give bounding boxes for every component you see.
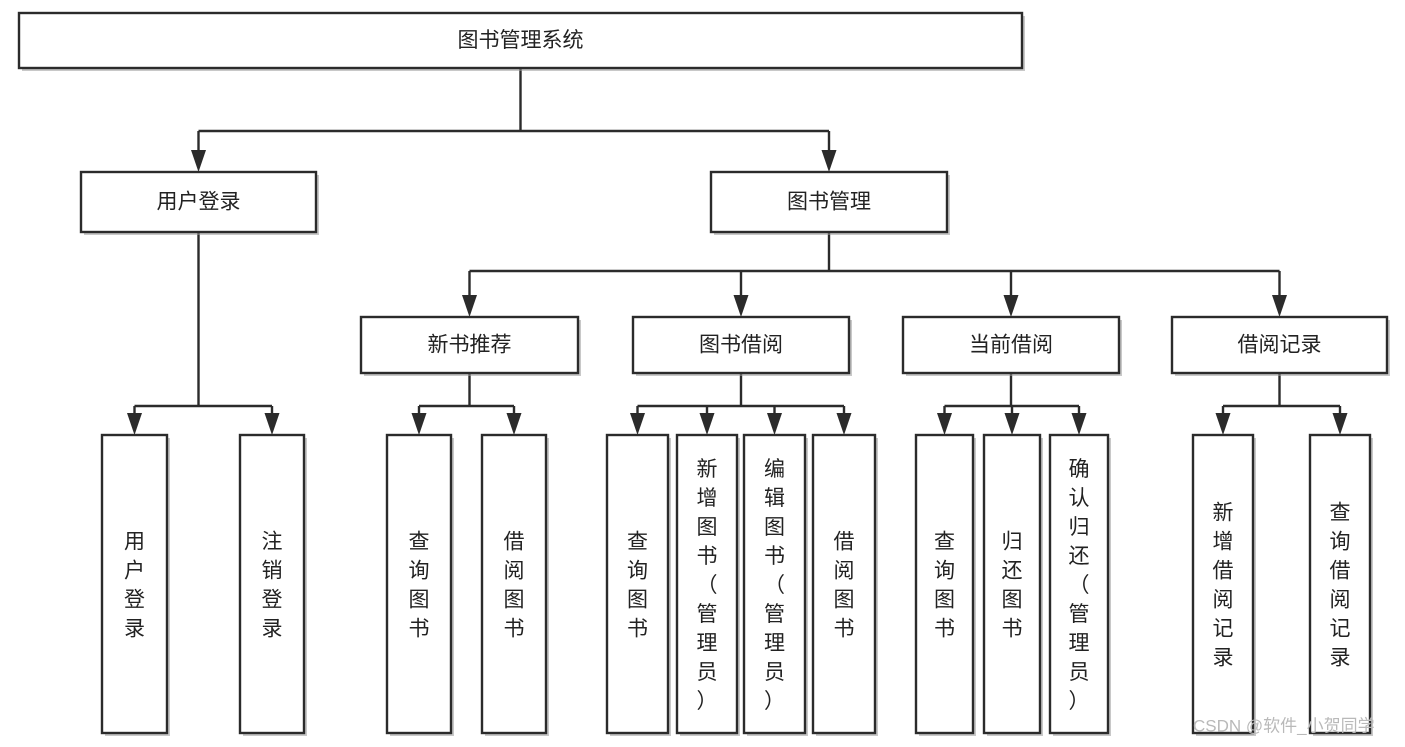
- node-label: 查询图书: [627, 531, 648, 641]
- node-label: 新书推荐: [428, 334, 512, 357]
- node-box[interactable]: [385, 433, 453, 735]
- node-current-borrow[interactable]: 当前借阅: [901, 315, 1122, 376]
- csdn-watermark: CSDN @软件_小贺同学: [1193, 716, 1375, 735]
- node-box[interactable]: [901, 315, 1121, 375]
- connector-layer: [127, 68, 1348, 435]
- node-root[interactable]: 图书管理系统: [17, 11, 1025, 71]
- node-box[interactable]: [1308, 433, 1372, 735]
- node-label: 新增图书（管理员）: [697, 458, 718, 713]
- node-box[interactable]: [675, 433, 739, 735]
- arrow-head-icon: [264, 413, 280, 435]
- node-leaf-query-book-recommend[interactable]: 查询图书: [385, 433, 454, 736]
- node-book-borrow[interactable]: 图书借阅: [631, 315, 852, 376]
- node-box[interactable]: [17, 11, 1024, 70]
- node-label: 查询图书: [934, 531, 955, 641]
- connector-group: [630, 373, 852, 435]
- arrow-head-icon: [191, 150, 206, 172]
- node-label: 归还图书: [1002, 531, 1023, 641]
- arrow-head-icon: [1332, 413, 1348, 435]
- arrow-head-icon: [1004, 413, 1020, 435]
- arrow-head-icon: [767, 413, 782, 435]
- node-box[interactable]: [982, 433, 1042, 735]
- node-box[interactable]: [811, 433, 877, 735]
- node-label: 图书借阅: [699, 334, 783, 357]
- node-leaf-query-book-current[interactable]: 查询图书: [914, 433, 976, 736]
- node-box[interactable]: [79, 170, 318, 234]
- arrow-head-icon: [411, 413, 427, 435]
- arrow-head-icon: [1071, 413, 1087, 435]
- node-leaf-edit-book[interactable]: 编辑图书（管理员）: [742, 433, 808, 736]
- node-box[interactable]: [1191, 433, 1255, 735]
- node-label: 查询图书: [409, 531, 430, 641]
- node-label: 借阅图书: [504, 531, 525, 641]
- node-leaf-user-login[interactable]: 用户登录: [100, 433, 170, 736]
- arrow-head-icon: [1003, 295, 1019, 317]
- arrow-head-icon: [699, 413, 715, 435]
- node-leaf-add-book[interactable]: 新增图书（管理员）: [675, 433, 740, 736]
- arrow-head-icon: [1272, 295, 1287, 317]
- node-box[interactable]: [605, 433, 670, 735]
- node-borrow-record[interactable]: 借阅记录: [1170, 315, 1390, 376]
- node-label: 确认归还（管理员）: [1069, 458, 1090, 713]
- node-leaf-query-record[interactable]: 查询借阅记录: [1308, 433, 1373, 736]
- connector-group: [462, 232, 1287, 317]
- node-label: 当前借阅: [969, 334, 1053, 357]
- node-leaf-query-book-borrow[interactable]: 查询图书: [605, 433, 671, 736]
- node-label: 借阅图书: [834, 531, 855, 641]
- arrow-head-icon: [733, 295, 749, 317]
- node-box[interactable]: [359, 315, 580, 375]
- node-leaf-return-book[interactable]: 归还图书: [982, 433, 1043, 736]
- arrow-head-icon: [1215, 413, 1231, 435]
- node-box[interactable]: [1170, 315, 1389, 375]
- node-layer: 图书管理系统用户登录图书管理新书推荐图书借阅当前借阅借阅记录用户登录注销登录查询…: [17, 11, 1390, 736]
- node-box[interactable]: [238, 433, 306, 735]
- arrow-head-icon: [937, 413, 952, 435]
- node-leaf-user-logout[interactable]: 注销登录: [238, 433, 307, 736]
- connector-group: [191, 68, 837, 172]
- arrow-head-icon: [836, 413, 852, 435]
- node-box[interactable]: [742, 433, 807, 735]
- connector-group: [1215, 373, 1348, 435]
- node-user-login[interactable]: 用户登录: [79, 170, 319, 235]
- node-label: 图书管理系统: [458, 29, 584, 52]
- node-label: 用户登录: [124, 531, 145, 641]
- connector-group: [127, 232, 280, 435]
- node-book-management[interactable]: 图书管理: [709, 170, 950, 235]
- node-leaf-borrow-book-recommend[interactable]: 借阅图书: [480, 433, 549, 736]
- arrow-head-icon: [506, 413, 522, 435]
- node-box[interactable]: [709, 170, 949, 234]
- node-label: 新增借阅记录: [1213, 502, 1234, 670]
- node-label: 编辑图书（管理员）: [764, 458, 785, 713]
- node-leaf-borrow-book[interactable]: 借阅图书: [811, 433, 878, 736]
- node-box[interactable]: [631, 315, 851, 375]
- node-leaf-add-record[interactable]: 新增借阅记录: [1191, 433, 1256, 736]
- node-label: 查询借阅记录: [1330, 502, 1351, 670]
- node-label: 图书管理: [787, 191, 871, 214]
- watermark-layer: CSDN @软件_小贺同学: [1193, 716, 1375, 735]
- arrow-head-icon: [630, 413, 645, 435]
- node-leaf-confirm-return[interactable]: 确认归还（管理员）: [1048, 433, 1111, 736]
- arrow-head-icon: [462, 295, 477, 317]
- arrow-head-icon: [821, 150, 837, 172]
- connector-group: [411, 373, 522, 435]
- node-new-book-recommend[interactable]: 新书推荐: [359, 315, 581, 376]
- node-box[interactable]: [914, 433, 975, 735]
- node-label: 注销登录: [262, 531, 283, 641]
- node-box[interactable]: [480, 433, 548, 735]
- node-box[interactable]: [1048, 433, 1110, 735]
- node-box[interactable]: [100, 433, 169, 735]
- node-label: 用户登录: [157, 191, 241, 214]
- node-label: 借阅记录: [1238, 334, 1322, 357]
- arrow-head-icon: [127, 413, 142, 435]
- connector-group: [937, 373, 1087, 435]
